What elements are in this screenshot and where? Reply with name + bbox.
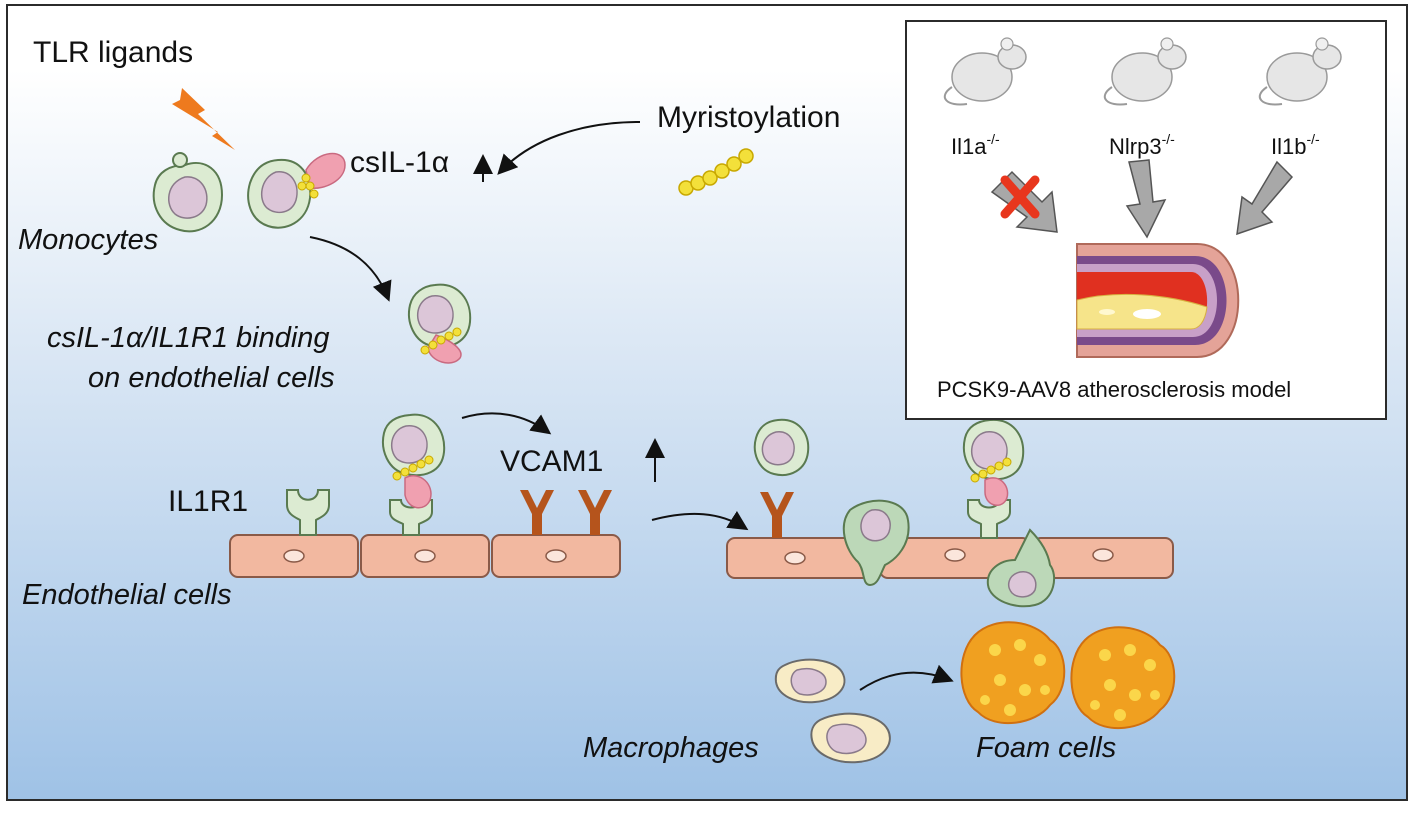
knockout-inset-panel: Il1a-/- Nlrp3-/- Il1b-/- PCSK9-AAV8 athe… [905,20,1387,420]
monocyte-to-binding-arrow [309,236,392,302]
block-x-icon [1000,175,1040,219]
myristoylation-arrow [497,121,641,175]
monocyte-with-csil1a [247,152,346,229]
macrophage-cell [810,712,891,764]
vcam1-label: VCAM1 [500,445,604,478]
mouse-icon [943,37,1027,106]
transmigrating-monocyte [842,499,910,587]
binding-monocyte [408,283,472,364]
mouse-icon [1258,37,1342,106]
monocyte-cell [152,152,224,233]
pathway-arrow [1125,159,1167,239]
transmigration-arrow [651,510,749,531]
myristoylation-label: Myristoylation [657,101,841,134]
macrophages-label: Macrophages [583,732,759,764]
foam-cells-label: Foam cells [976,732,1117,764]
foam-cell [1070,626,1176,730]
binding-label-line2: on endothelial cells [88,362,335,394]
vcam1-receptor [520,490,612,535]
vcam1-bound-monocyte [753,418,810,538]
mouse-name: Nlrp3 [1109,134,1162,159]
endothelial-layer-right [726,537,1174,579]
artery-icon [1076,243,1240,358]
mouse-name: Il1b [1271,134,1307,159]
genotype-superscript: -/- [1161,131,1175,147]
macrophage-to-foam-arrow [859,664,954,691]
inset-caption: PCSK9-AAV8 atherosclerosis model [937,377,1292,402]
il1r1-bound-monocyte [963,418,1025,539]
endothelial-cells-label: Endothelial cells [22,579,232,611]
il1r1-receptor-bound [382,413,446,536]
extravasated-monocyte [986,528,1056,608]
monocytes-label: Monocytes [18,224,159,256]
il1r1-label: IL1R1 [168,485,249,518]
pathway-arrow [1236,160,1294,236]
genotype-superscript: -/- [1306,131,1320,147]
binding-label-line1: csIL-1α/IL1R1 binding [47,322,330,354]
macrophage-cell [774,658,846,704]
tlr-ligands-label: TLR ligands [33,36,194,69]
lightning-icon [172,88,235,150]
mouse-icon [1103,37,1187,106]
mouse-label-il1a: Il1a-/- [951,132,1000,158]
myristoyl-chain [678,148,754,196]
inset-artwork [943,37,1342,358]
binding-to-vcam-arrow [461,412,552,435]
mouse-label-il1b: Il1b-/- [1271,132,1320,158]
mouse-label-nlrp3: Nlrp3-/- [1109,132,1175,158]
endothelial-layer-left [229,534,621,578]
csil1a-label: csIL-1α [350,146,450,179]
genotype-superscript: -/- [986,131,1000,147]
mouse-name: Il1a [951,134,987,159]
il1r1-receptor [286,489,330,536]
foam-cell [960,621,1066,725]
